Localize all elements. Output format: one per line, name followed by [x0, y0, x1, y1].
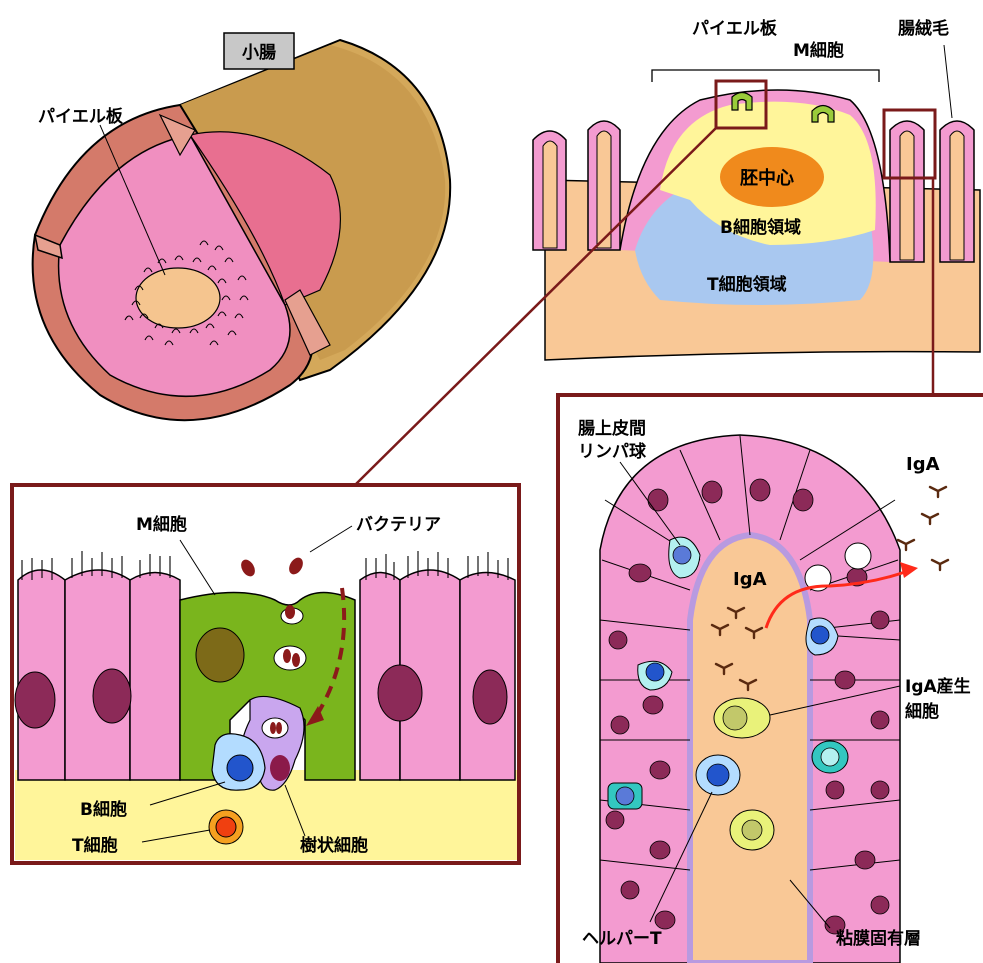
m-cell-label-section: M細胞 — [793, 40, 844, 61]
m-cell-nucleus — [196, 628, 244, 682]
iga-molecules-outer — [898, 487, 948, 570]
lamina-propria — [690, 535, 810, 963]
t-zone-label: T細胞領域 — [707, 274, 787, 295]
peyer-label-intestine: パイエル板 — [38, 106, 124, 127]
germinal-center-label: 胚中心 — [739, 167, 794, 189]
t-cell-label-detail: T細胞 — [72, 835, 118, 856]
dendritic-label: 樹状細胞 — [300, 835, 368, 856]
left-epithelial-cells — [15, 551, 180, 780]
right-epithelial-cells — [360, 551, 515, 780]
villus-detail-illustration — [600, 435, 948, 963]
intestine-title: 小腸 — [242, 43, 276, 63]
iga-producing-label-line2: 細胞 — [905, 701, 939, 722]
helper-t-label: ヘルパーT — [582, 929, 662, 949]
iel-label-line2: リンパ球 — [578, 442, 647, 462]
m-cell-label-detail: M細胞 — [136, 514, 187, 535]
iga-producing-label-line1: IgA産生 — [905, 676, 971, 697]
villus-label: 腸絨毛 — [898, 18, 949, 39]
iel-label-line1: 腸上皮間 — [578, 418, 646, 439]
b-cell-label-detail: B細胞 — [80, 799, 127, 820]
peyer-patch-oval — [136, 268, 220, 328]
iga-inner-label: IgA — [733, 569, 767, 590]
b-zone-label: B細胞領域 — [720, 217, 801, 238]
lamina-propria-label: 粘膜固有層 — [836, 928, 921, 949]
bacteria-label: バクテリア — [356, 515, 441, 535]
peyer-label-section: パイエル板 — [692, 18, 778, 39]
small-intestine-illustration — [33, 40, 451, 420]
iga-outer-label: IgA — [906, 454, 940, 475]
